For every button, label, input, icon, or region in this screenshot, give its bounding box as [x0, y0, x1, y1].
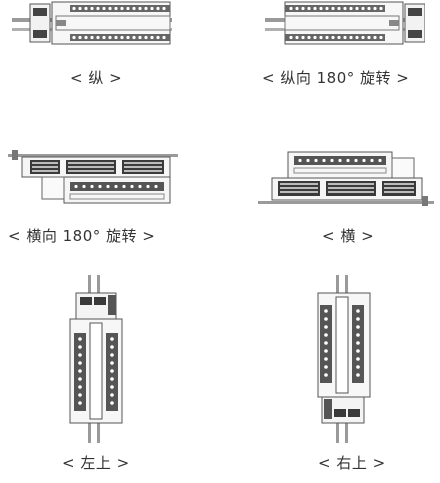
caption-top-left: < 左上 > [62, 454, 130, 472]
caption-vertical-rot180: < 纵向 180° 旋转 > [262, 69, 410, 87]
caption-vertical: < 纵 > [70, 69, 123, 87]
module-horizontal-figure [258, 150, 434, 208]
module-vertical-figure [12, 0, 172, 48]
module-vertical-rot180-figure [265, 0, 425, 48]
caption-top-right: < 右上 > [318, 454, 386, 472]
module-top-right-figure [308, 275, 378, 443]
module-top-left-figure [60, 275, 130, 443]
caption-horizontal-rot180: < 横向 180° 旋转 > [8, 227, 156, 245]
module-horizontal-rot180-figure [8, 150, 178, 206]
caption-horizontal: < 横 > [322, 227, 375, 245]
